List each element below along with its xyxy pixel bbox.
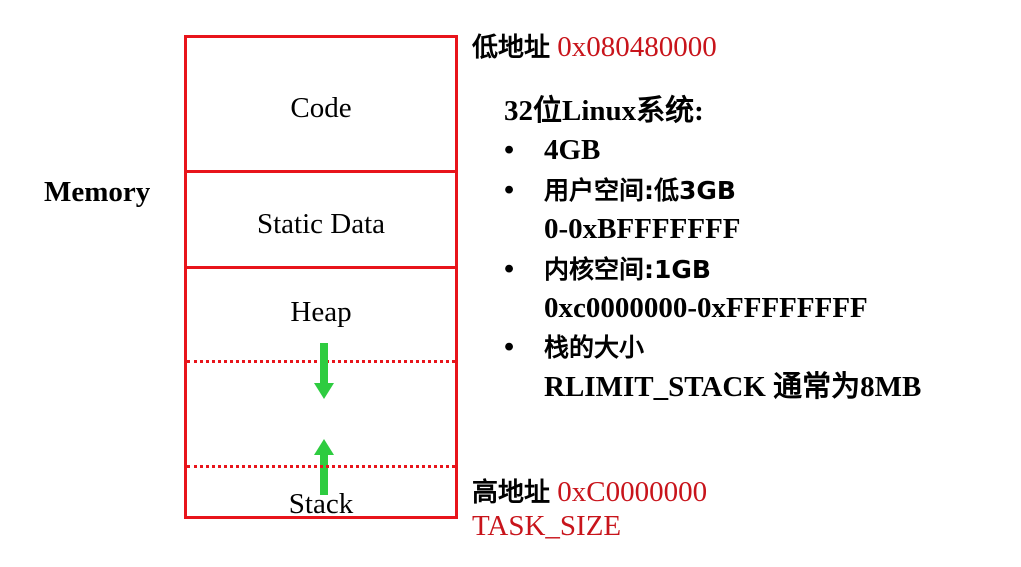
task-size-label: TASK_SIZE bbox=[472, 510, 622, 542]
heap-growth-down-arrow-icon bbox=[314, 343, 334, 399]
code-static-divider bbox=[187, 170, 455, 173]
stack-boundary-dotted-line bbox=[187, 465, 455, 468]
info-bullet-3-detail: 0xc0000000-0xFFFFFFFF bbox=[544, 291, 868, 324]
info-bullet-1: •4GB bbox=[504, 134, 601, 167]
stack-segment-label: Stack bbox=[288, 488, 354, 520]
low-address-annotation: 低地址 0x080480000 bbox=[472, 27, 717, 64]
low-address-label: 低地址 bbox=[472, 33, 551, 63]
linux-memory-info: 32位Linux系统: •4GB •用户空间:低3GB 0-0xBFFFFFFF… bbox=[504, 92, 921, 407]
info-bullet-4: •栈的大小 bbox=[504, 331, 645, 364]
heap-segment-label: Heap bbox=[290, 296, 352, 328]
memory-label: Memory bbox=[44, 176, 151, 208]
static-data-segment-label: Static Data bbox=[256, 208, 386, 240]
info-title: 32位Linux系统: bbox=[504, 95, 704, 127]
low-address-value: 0x080480000 bbox=[557, 31, 717, 63]
info-bullet-2: •用户空间:低3GB bbox=[504, 173, 736, 206]
stack-growth-up-arrow-icon bbox=[314, 439, 334, 495]
info-bullet-4-detail: RLIMIT_STACK 通常为8MB bbox=[544, 370, 922, 403]
static-heap-divider bbox=[187, 266, 455, 269]
high-address-label: 高地址 bbox=[472, 478, 551, 508]
memory-layout-box: Code Static Data Heap Stack bbox=[184, 35, 458, 520]
high-address-value: 0xC0000000 bbox=[557, 476, 708, 508]
info-bullet-2-detail: 0-0xBFFFFFFF bbox=[544, 213, 741, 246]
code-segment-label: Code bbox=[290, 92, 352, 124]
info-bullet-3: •内核空间:1GB bbox=[504, 252, 711, 285]
high-address-annotation: 高地址 0xC0000000 bbox=[472, 472, 707, 509]
